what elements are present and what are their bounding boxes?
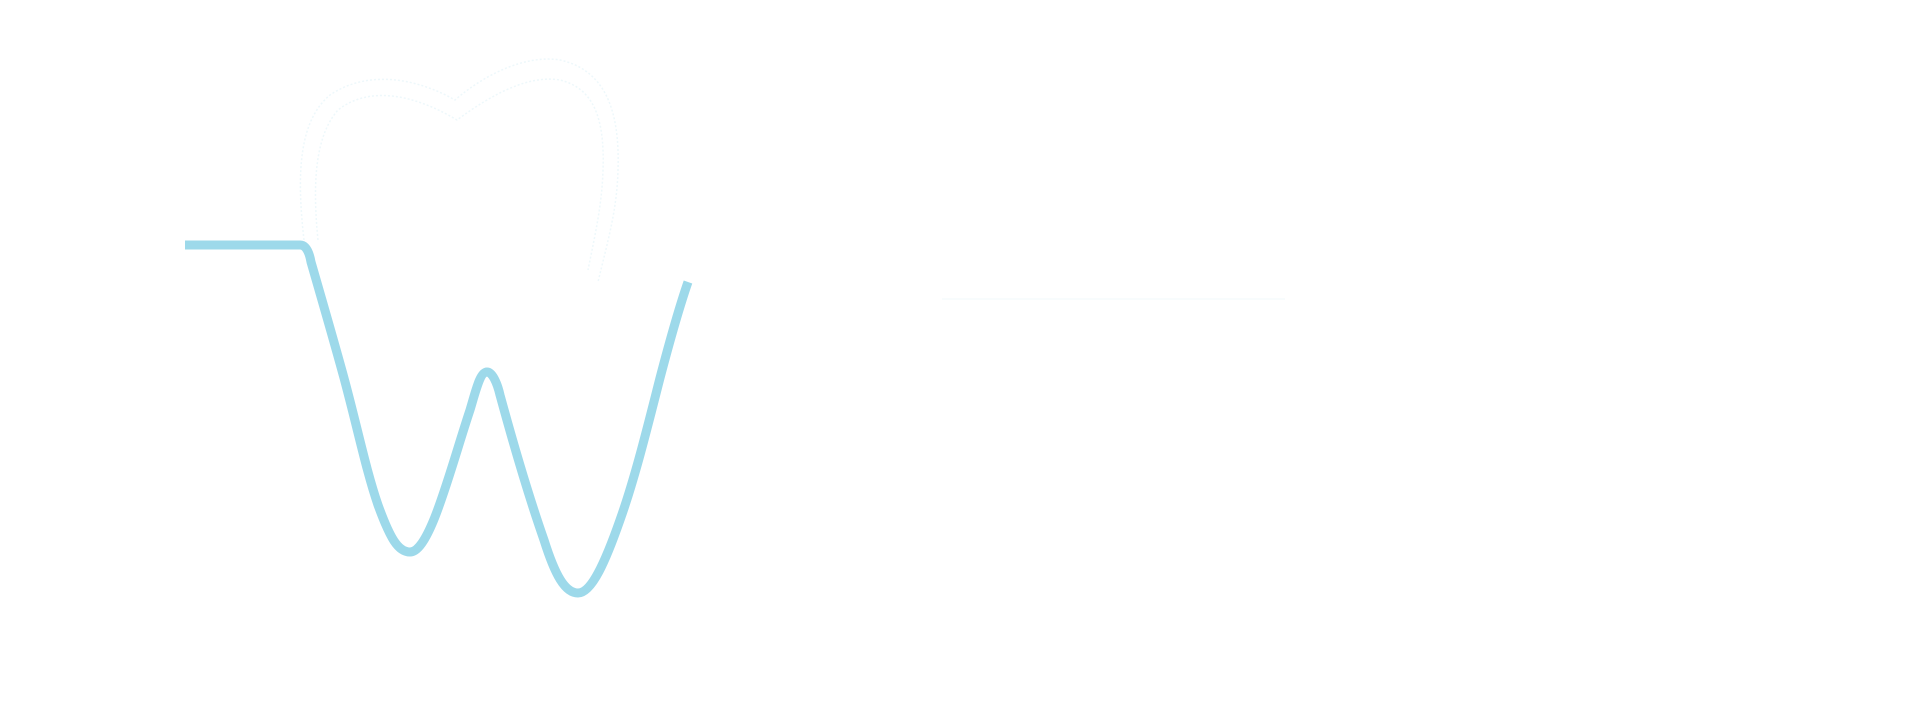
tooth-crown-outline-outer (299, 58, 619, 283)
tooth-crown-outline-inner (314, 78, 604, 271)
tooth-icon (185, 58, 1285, 598)
tooth-root-line (185, 240, 693, 598)
